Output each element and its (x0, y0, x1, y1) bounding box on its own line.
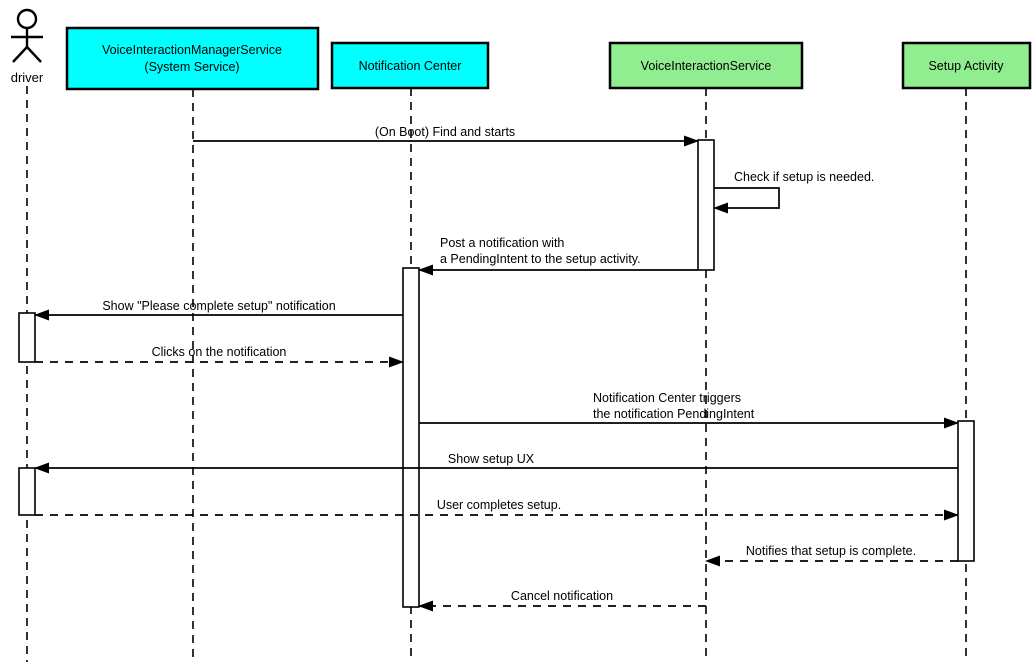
participant-setup-activity-label: Setup Activity (928, 59, 1004, 73)
message-label-triggers-pendingintent-line1: Notification Center triggers (593, 391, 741, 405)
activation-setup-activity (957, 420, 975, 562)
participant-notification-center-label: Notification Center (359, 59, 462, 73)
message-arrow-check-setup (713, 187, 780, 214)
activation-driver-1 (18, 312, 36, 363)
message-user-completes-setup: User completes setup. (35, 498, 959, 521)
participant-vims-label-line2: (System Service) (144, 60, 239, 74)
message-check-if-setup-needed: Check if setup is needed. (713, 170, 874, 214)
participant-vis: VoiceInteractionService (608, 41, 804, 90)
participant-setup-activity-box (901, 41, 1032, 90)
message-label-post-notification-line1: Post a notification with (440, 236, 564, 250)
activation-vis (697, 139, 715, 271)
message-label-notifies-setup-complete: Notifies that setup is complete. (746, 544, 916, 558)
actor-head (16, 8, 38, 30)
activation-notification-center (402, 267, 420, 608)
participant-vims-label-line1: VoiceInteractionManagerService (102, 43, 282, 57)
message-label-triggers-pendingintent-line2: the notification PendingIntent (593, 407, 755, 421)
actor-right-leg (26, 46, 42, 63)
message-show-setup-ux: Show setup UX (34, 452, 958, 474)
actor-left-leg (12, 46, 28, 63)
message-label-on-boot: (On Boot) Find and starts (375, 125, 515, 139)
participant-vis-label: VoiceInteractionService (641, 59, 772, 73)
message-show-complete-setup-notification: Show "Please complete setup" notificatio… (34, 299, 403, 321)
message-label-cancel-notification: Cancel notification (511, 589, 613, 603)
participant-vis-box (608, 41, 804, 90)
participant-vims: VoiceInteractionManagerService (System S… (65, 26, 320, 91)
participant-notification-center: Notification Center (330, 41, 490, 90)
message-triggers-pendingintent: Notification Center triggers the notific… (419, 391, 959, 429)
message-label-post-notification-line2: a PendingIntent to the setup activity. (440, 252, 641, 266)
message-label-clicks-notification: Clicks on the notification (152, 345, 287, 359)
message-clicks-on-notification: Clicks on the notification (35, 345, 404, 368)
activation-driver-2 (18, 467, 36, 516)
participant-notification-center-box (330, 41, 490, 90)
participant-setup-activity: Setup Activity (901, 41, 1032, 90)
message-label-user-completes-setup: User completes setup. (437, 498, 561, 512)
message-label-show-notification: Show "Please complete setup" notificatio… (102, 299, 335, 313)
message-post-notification: Post a notification with a PendingIntent… (418, 236, 698, 276)
message-label-check-setup: Check if setup is needed. (734, 170, 874, 184)
message-label-show-setup-ux: Show setup UX (448, 452, 535, 466)
message-cancel-notification: Cancel notification (418, 589, 706, 612)
actor-driver: driver (11, 8, 44, 85)
participant-vims-box (65, 26, 320, 91)
message-notifies-setup-complete: Notifies that setup is complete. (705, 544, 958, 567)
message-on-boot-find-and-starts: (On Boot) Find and starts (193, 125, 699, 147)
actor-driver-label: driver (11, 70, 44, 85)
